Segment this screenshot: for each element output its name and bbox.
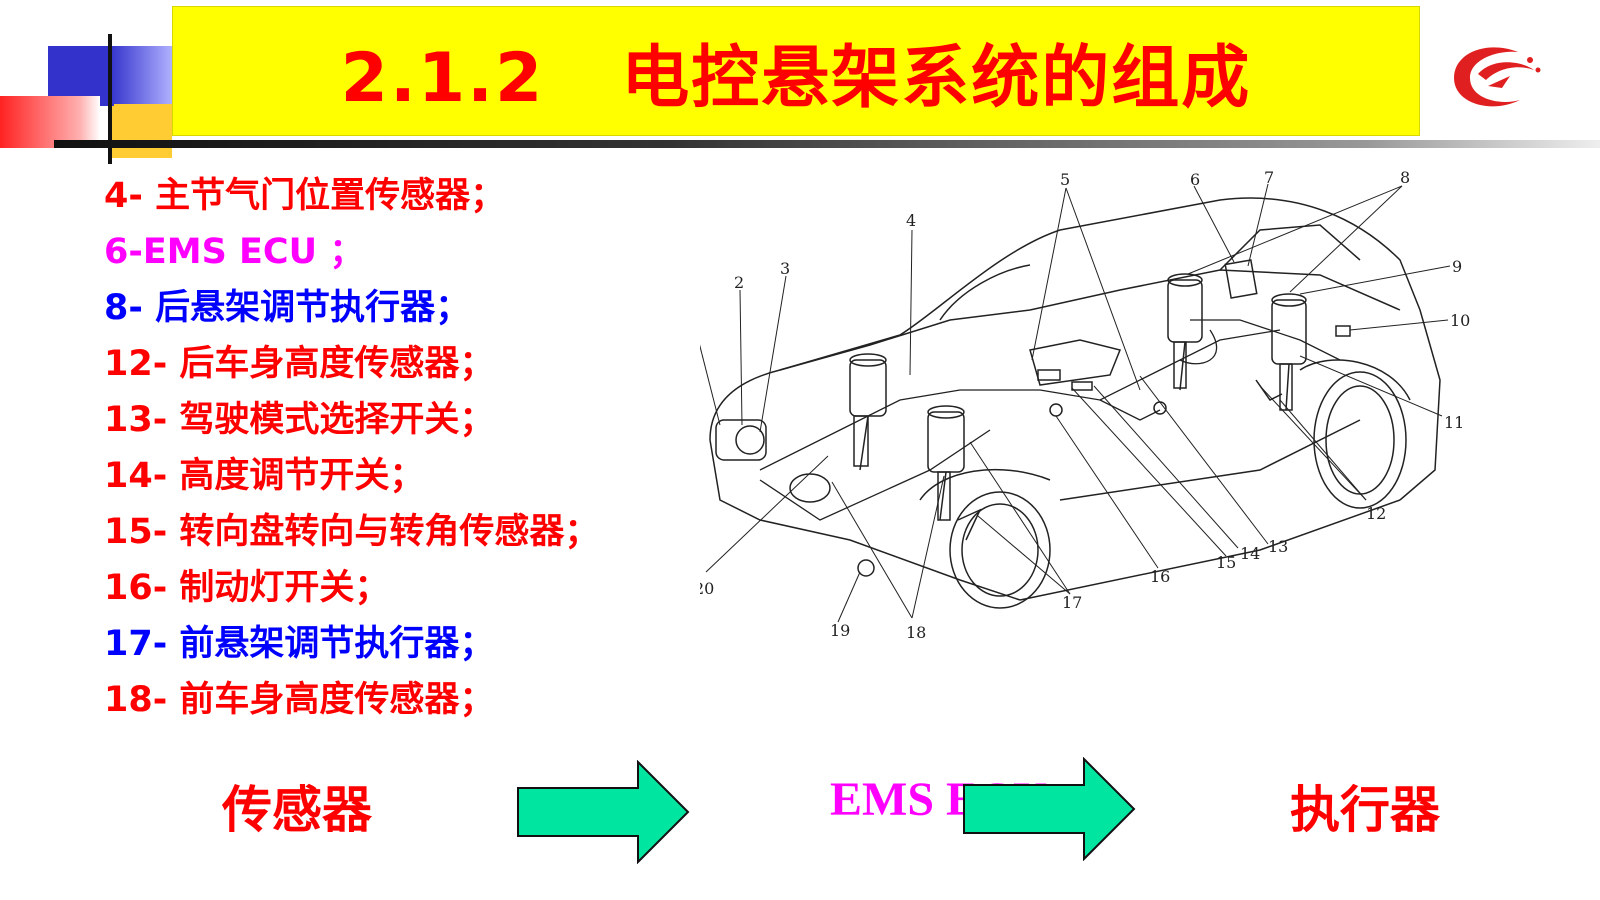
callout-8: 8 xyxy=(1400,170,1410,187)
callout-numbers: 1 2 3 4 5 6 7 8 9 10 11 12 13 14 15 16 1… xyxy=(700,170,1470,642)
air-lines xyxy=(759,319,1341,521)
callout-4: 4 xyxy=(906,211,916,230)
deco-horizontal-line xyxy=(54,140,1600,148)
callout-16: 16 xyxy=(1150,567,1170,586)
legend-item: 8- 后悬架调节执行器； xyxy=(104,288,471,328)
title-banner: 2.1.2 电控悬架系统的组成 xyxy=(172,6,1420,136)
legend-item: 18- 前车身高度传感器； xyxy=(104,680,495,720)
deco-block-red xyxy=(0,96,100,148)
rear-strut-right xyxy=(1271,293,1307,411)
compressor-unit xyxy=(715,419,875,577)
callout-2: 2 xyxy=(734,273,744,292)
front-strut-right xyxy=(927,405,965,521)
legend-item: 14- 高度调节开关； xyxy=(104,456,425,496)
legend-item: 15- 转向盘转向与转角传感器； xyxy=(104,512,600,552)
callout-15: 15 xyxy=(1216,553,1236,572)
legend-item: 4- 主节气门位置传感器； xyxy=(104,176,506,216)
arrow-right-icon xyxy=(963,757,1136,861)
callout-11: 11 xyxy=(1444,413,1464,432)
callout-6: 6 xyxy=(1190,170,1200,189)
leader-lines xyxy=(700,183,1451,623)
callout-19: 19 xyxy=(830,621,850,640)
legend-item: 6-EMS ECU ； xyxy=(104,232,365,272)
rear-strut-left xyxy=(1167,273,1203,391)
arrow-right-icon xyxy=(517,760,690,864)
deco-block-yellow xyxy=(110,100,172,158)
deco-block-yellow-top xyxy=(110,46,172,104)
front-wheel xyxy=(919,468,1051,609)
legend-item: 12- 后车身高度传感器； xyxy=(104,344,495,384)
callout-10: 10 xyxy=(1450,311,1470,330)
callout-12: 12 xyxy=(1366,504,1386,523)
rear-wheel xyxy=(1299,359,1411,509)
flow-sensor-label: 传感器 xyxy=(222,781,372,839)
dashboard xyxy=(1029,339,1122,391)
page-title: 2.1.2 电控悬架系统的组成 xyxy=(340,38,1252,118)
car-body-outline xyxy=(709,197,1441,601)
logo-icon xyxy=(1454,47,1541,107)
callout-14: 14 xyxy=(1240,544,1260,563)
callout-13: 13 xyxy=(1268,537,1288,556)
callout-9: 9 xyxy=(1452,257,1462,276)
callout-7: 7 xyxy=(1264,170,1274,187)
legend-item: 17- 前悬架调节执行器； xyxy=(104,624,495,664)
front-strut-left xyxy=(849,353,887,471)
legend-item: 16- 制动灯开关； xyxy=(104,568,390,608)
callout-5: 5 xyxy=(1060,170,1070,189)
callout-17: 17 xyxy=(1062,593,1082,612)
ecu-box xyxy=(1224,259,1258,299)
deco-vertical-line xyxy=(108,34,112,164)
flow-actuator-label: 执行器 xyxy=(1290,781,1440,839)
legend-item: 13- 驾驶模式选择开关； xyxy=(104,400,495,440)
legend-list: 4- 主节气门位置传感器； 6-EMS ECU ； 8- 后悬架调节执行器； 1… xyxy=(104,168,599,728)
suspension-diagram: 1 2 3 4 5 6 7 8 9 10 11 12 13 14 15 16 1… xyxy=(700,170,1470,642)
callout-18: 18 xyxy=(906,623,926,642)
callout-20: 20 xyxy=(700,579,714,598)
callout-3: 3 xyxy=(780,259,790,278)
